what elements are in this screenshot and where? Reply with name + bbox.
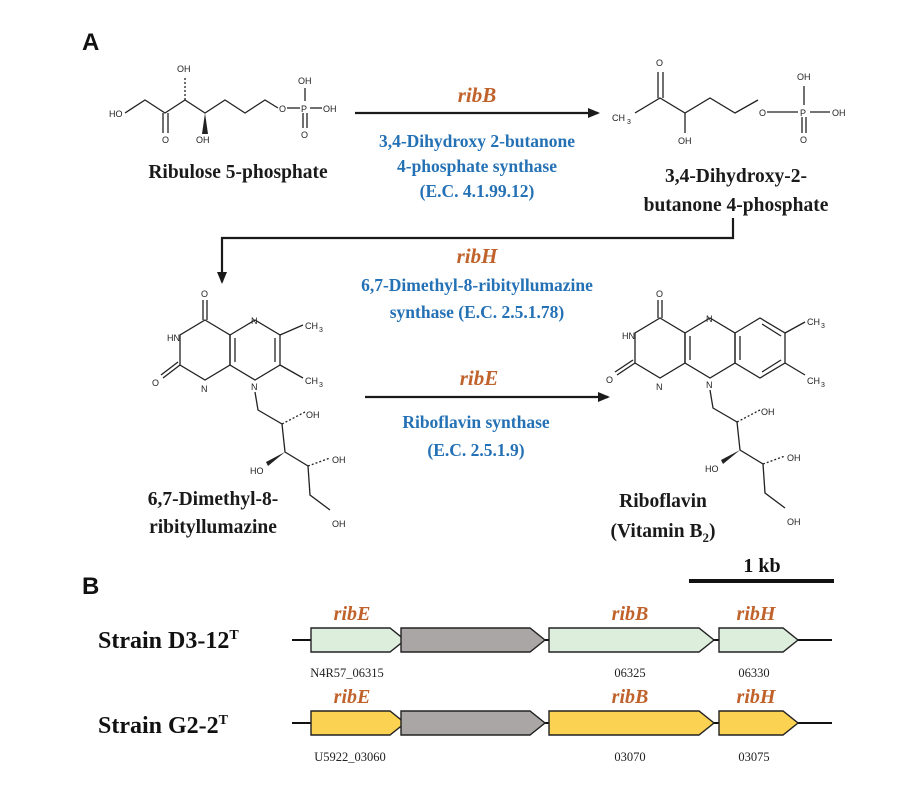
svg-text:N: N [251,382,258,392]
svg-text:CH: CH [305,321,318,331]
svg-text:N: N [251,316,258,326]
dmrl-label-line-1: 6,7-Dimethyl-8- [148,489,279,510]
svg-text:O: O [279,104,286,114]
svg-text:O: O [301,130,308,140]
strain-1-rib-b-label: ribB [612,603,649,625]
svg-text:3: 3 [319,327,323,334]
svg-text:HN: HN [622,331,635,341]
svg-text:CH: CH [305,376,318,386]
svg-text:OH: OH [298,76,312,86]
svg-text:OH: OH [196,135,210,145]
panel-a-letter: A [82,29,99,56]
strain-2-unknown-gene-arrow [400,710,547,736]
svg-text:O: O [656,58,663,68]
rib-h-enzyme-line-1: 6,7-Dimethyl-8-ribityllumazine [361,275,593,295]
dhbp-label-line-2: butanone 4-phosphate [644,195,829,216]
strain-1-rib-h-gene-arrow [718,627,800,653]
rib-h-gene-label: ribH [457,244,499,268]
svg-text:HO: HO [109,109,123,119]
riboflavin-label-line-2: (Vitamin B2) [611,521,716,545]
svg-text:HO: HO [705,464,719,474]
strain-1-rib-e-gene-arrow [310,627,407,653]
rib-e-enzyme-line-2: (E.C. 2.5.1.9) [427,440,524,460]
strain-1-rib-b-gene-arrow [548,627,716,653]
strain-2-locus-3: 03075 [738,750,769,764]
dhbp-label-line-1: 3,4-Dihydroxy-2- [665,166,807,187]
svg-text:P: P [301,104,307,114]
svg-text:OH: OH [306,410,320,420]
svg-text:OH: OH [787,517,801,527]
rib-h-enzyme-line-2: synthase (E.C. 2.5.1.78) [390,302,565,322]
strain-2-rib-b-label: ribB [612,686,649,708]
svg-text:3: 3 [627,119,631,126]
svg-text:HN: HN [167,333,180,343]
svg-text:N: N [706,380,713,390]
strain-2-rib-e-label: ribE [334,686,371,708]
ribulose-5-phosphate-label: Ribulose 5-phosphate [148,162,328,183]
rib-b-enzyme-line-2: 4-phosphate synthase [397,156,557,176]
rib-e-enzyme-line-1: Riboflavin synthase [402,412,550,432]
strain-2-rib-b-gene-arrow [548,710,716,736]
strain-1-locus-2: 06325 [614,666,645,680]
svg-text:OH: OH [332,455,346,465]
rib-b-gene-label: ribB [458,83,497,107]
svg-text:HO: HO [250,466,264,476]
svg-text:O: O [656,289,663,299]
strain-2-locus-2: 03070 [614,750,645,764]
strain-1-unknown-gene-arrow [400,627,547,653]
rib-b-enzyme-line-3: (E.C. 4.1.99.12) [420,181,535,201]
svg-text:O: O [152,378,159,388]
svg-text:CH: CH [807,376,820,386]
dmrl-label-line-2: ribityllumazine [149,517,277,538]
svg-text:OH: OH [177,64,191,74]
strain-2-locus-1: U5922_03060 [314,750,386,764]
svg-text:OH: OH [323,104,337,114]
riboflavin-structure: O HN O N N N CH 3 CH 3 OH HO OH OH [606,289,825,527]
strain-2-rib-h-label: ribH [737,686,777,708]
strain-1-locus-3: 06330 [738,666,769,680]
rib-e-gene-label: ribE [460,366,499,390]
strain-2-rib-e-gene-arrow [310,710,407,736]
svg-text:O: O [162,135,169,145]
svg-text:OH: OH [797,72,811,82]
rib-h-reaction-arrow [217,218,735,284]
strain-1-name: Strain D3-12T [98,628,239,654]
svg-text:3: 3 [821,382,825,389]
strain-1-locus-1: N4R57_06315 [310,666,384,680]
strain-2-rib-h-gene-arrow [718,710,800,736]
strain-1-rib-h-label: ribH [737,603,777,625]
riboflavin-label-line-1: Riboflavin [619,491,707,512]
dmrl-structure: O HN O N N N CH 3 CH 3 OH HO OH OH [152,289,346,529]
scale-bar-label: 1 kb [743,555,780,577]
svg-text:3: 3 [319,382,323,389]
rib-b-enzyme-line-1: 3,4-Dihydroxy 2-butanone [379,131,575,151]
dhbp-structure: CH 3 O OH O P OH O OH [612,58,846,146]
panel-b-letter: B [82,573,99,600]
svg-text:N: N [706,314,713,324]
svg-text:N: N [656,382,663,392]
svg-text:CH: CH [807,317,820,327]
svg-text:CH: CH [612,113,625,123]
svg-text:OH: OH [832,108,846,118]
svg-text:OH: OH [761,407,775,417]
strain-1-rib-e-label: ribE [334,603,371,625]
strain-2-name: Strain G2-2T [98,713,229,739]
svg-text:O: O [606,375,613,385]
svg-text:O: O [759,108,766,118]
svg-text:O: O [201,289,208,299]
svg-text:3: 3 [821,323,825,330]
ribulose-5-phosphate-structure: HO O OH OH O P OH O OH [109,64,337,145]
svg-text:OH: OH [332,519,346,529]
svg-text:OH: OH [787,453,801,463]
svg-text:N: N [201,384,208,394]
svg-text:OH: OH [678,136,692,146]
svg-text:P: P [800,108,806,118]
svg-text:O: O [800,135,807,145]
